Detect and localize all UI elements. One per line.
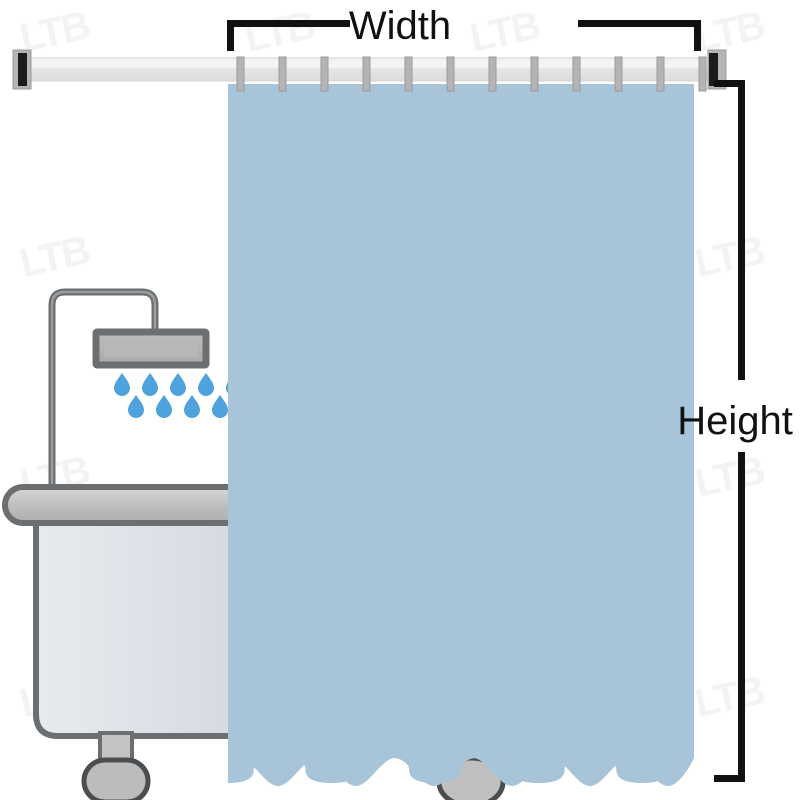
water-droplets-row-1 [114, 373, 242, 396]
bathtub-body [33, 509, 255, 739]
rod-end-cap-right-inner [709, 53, 718, 86]
shower-pipe-highlight [50, 290, 157, 492]
width-bracket-right-tick [694, 20, 701, 51]
curtain-hook [488, 56, 497, 92]
curtain-hook [530, 56, 539, 92]
curtain-hook [446, 56, 455, 92]
shower-head-inner [104, 340, 198, 357]
height-bracket-top-arm [714, 80, 745, 87]
curtain-hook [656, 56, 665, 92]
width-label: Width [348, 4, 452, 48]
curtain-hem-wave [228, 84, 694, 786]
shower-assembly [48, 288, 242, 492]
curtain-hook [362, 56, 371, 92]
shower-pipe [48, 288, 159, 492]
height-label: Height [677, 399, 793, 443]
bathtub [2, 484, 506, 800]
width-dimension-bracket [227, 20, 701, 51]
curtain-hook [698, 56, 707, 92]
curtain-hook [320, 56, 329, 92]
curtain-hook [404, 56, 413, 92]
width-bracket-left-arm [227, 20, 350, 27]
curtain-hook [278, 56, 287, 92]
width-bracket-left-tick [227, 20, 234, 51]
curtain-hook [572, 56, 581, 92]
height-dimension-bracket [714, 80, 745, 782]
curtain-hook [614, 56, 623, 92]
water-droplets-row-2 [128, 395, 228, 418]
height-bracket-stem-top [738, 80, 745, 380]
rod-end-cap-left-inner [18, 53, 27, 86]
height-bracket-bottom-arm [714, 775, 745, 782]
bathtub-rim [2, 484, 248, 526]
height-bracket-stem-bottom [738, 452, 745, 782]
bathtub-foot [81, 757, 151, 800]
curtain-hook [236, 56, 245, 92]
width-bracket-right-arm [578, 20, 701, 27]
curtain-hooks [236, 56, 707, 92]
